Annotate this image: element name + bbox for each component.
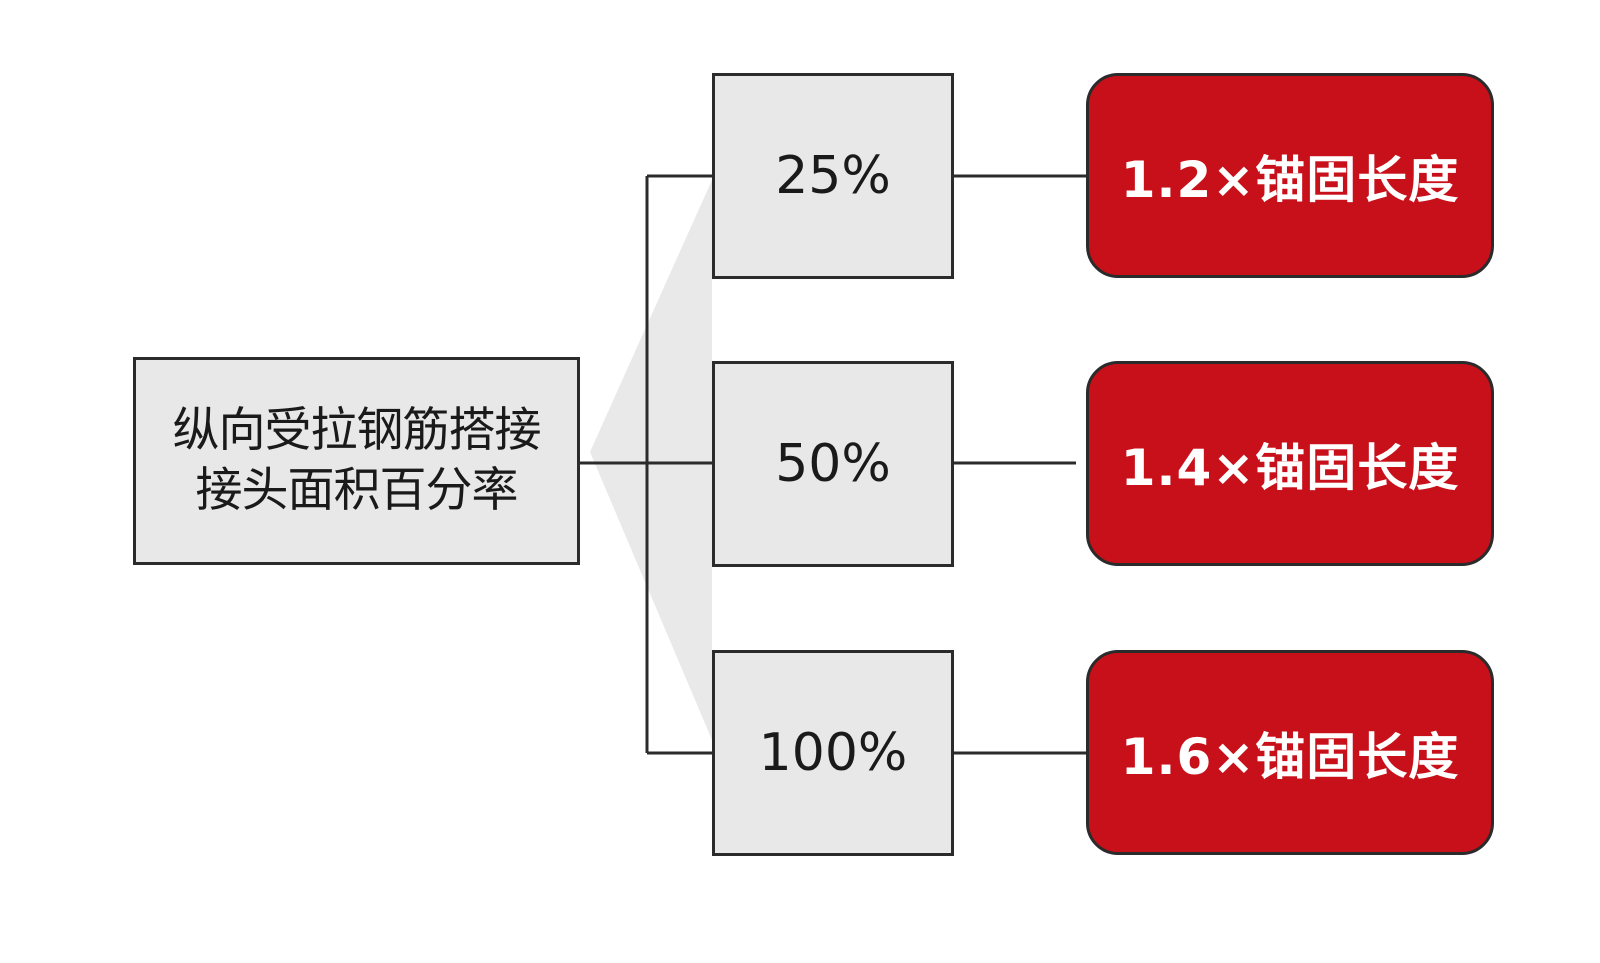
root-label-line2: 接头面积百分率 <box>195 463 519 518</box>
percentage-label: 25% <box>775 146 891 206</box>
result-label: 1.4×锚固长度 <box>1120 438 1460 497</box>
result-node-1-2: 1.2×锚固长度 <box>1086 73 1494 278</box>
root-label-line1: 纵向受拉钢筋搭接 <box>172 403 542 458</box>
result-label: 1.2×锚固长度 <box>1120 150 1460 209</box>
result-node-1-6: 1.6×锚固长度 <box>1086 650 1494 855</box>
result-label: 1.6×锚固长度 <box>1120 727 1460 786</box>
root-node: 纵向受拉钢筋搭接 接头面积百分率 <box>133 357 580 565</box>
result-node-1-4: 1.4×锚固长度 <box>1086 361 1494 566</box>
percentage-label: 100% <box>758 723 908 783</box>
percentage-node-25: 25% <box>712 73 954 279</box>
bracket-shadow <box>590 180 712 740</box>
percentage-label: 50% <box>775 434 891 494</box>
percentage-node-100: 100% <box>712 650 954 856</box>
percentage-node-50: 50% <box>712 361 954 567</box>
